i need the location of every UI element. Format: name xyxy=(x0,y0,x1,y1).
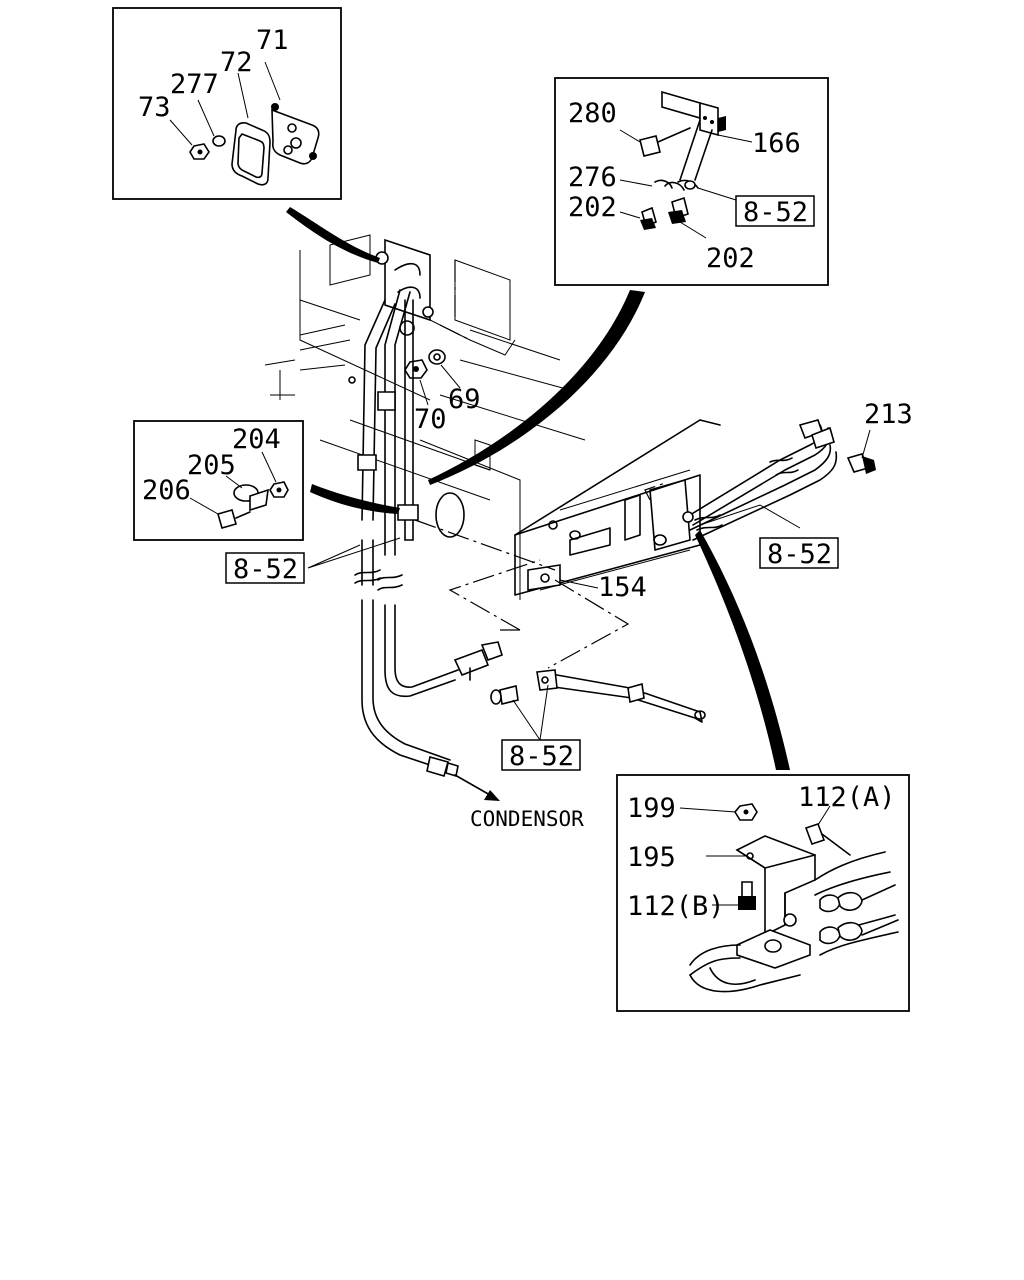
inset-gasket xyxy=(112,7,342,200)
ref-box-bottom xyxy=(501,739,581,771)
bracket-154 xyxy=(527,564,561,591)
main-leader-lines xyxy=(307,364,871,741)
label-112B: 112(B) xyxy=(627,891,725,922)
label-202-left: 202 xyxy=(568,192,617,223)
inset-mount xyxy=(616,774,910,1012)
label-206: 206 xyxy=(142,475,191,506)
ref-8-52-right: 8-52 xyxy=(767,539,832,570)
label-213: 213 xyxy=(864,399,913,430)
rail-hoses xyxy=(682,419,876,541)
label-69: 69 xyxy=(448,384,481,415)
inset-bracket xyxy=(554,77,829,286)
condensor-label: CONDENSOR xyxy=(470,807,584,831)
ref-box-inset-bracket xyxy=(735,195,815,227)
alignment-lines xyxy=(414,260,666,669)
label-205: 205 xyxy=(187,450,236,481)
washer-69 xyxy=(428,349,446,365)
nut-70 xyxy=(404,359,428,379)
ref-8-52-inset-bracket: 8-52 xyxy=(743,197,808,228)
label-154: 154 xyxy=(598,572,647,603)
label-280: 280 xyxy=(568,98,617,129)
label-204: 204 xyxy=(232,424,281,455)
lower-bracket-bar xyxy=(490,669,706,723)
label-276: 276 xyxy=(568,162,617,193)
label-166: 166 xyxy=(752,128,801,159)
ref-8-52-left: 8-52 xyxy=(233,554,298,585)
ref-box-left xyxy=(225,552,305,584)
label-202-right: 202 xyxy=(706,243,755,274)
condensor-arrow xyxy=(454,774,500,801)
label-73: 73 xyxy=(138,92,171,123)
label-70: 70 xyxy=(414,404,447,435)
inset-clip xyxy=(133,420,304,541)
label-195: 195 xyxy=(627,842,676,873)
label-199: 199 xyxy=(627,793,676,824)
leader-curves xyxy=(286,207,790,770)
label-277: 277 xyxy=(170,69,219,100)
label-112A: 112(A) xyxy=(798,782,896,813)
ref-8-52-bottom: 8-52 xyxy=(509,741,574,772)
ref-box-right xyxy=(759,537,839,569)
ac-hose-lines xyxy=(354,289,503,778)
label-71: 71 xyxy=(256,25,289,56)
label-72: 72 xyxy=(220,47,253,78)
upper-hose-bracket xyxy=(375,238,434,336)
